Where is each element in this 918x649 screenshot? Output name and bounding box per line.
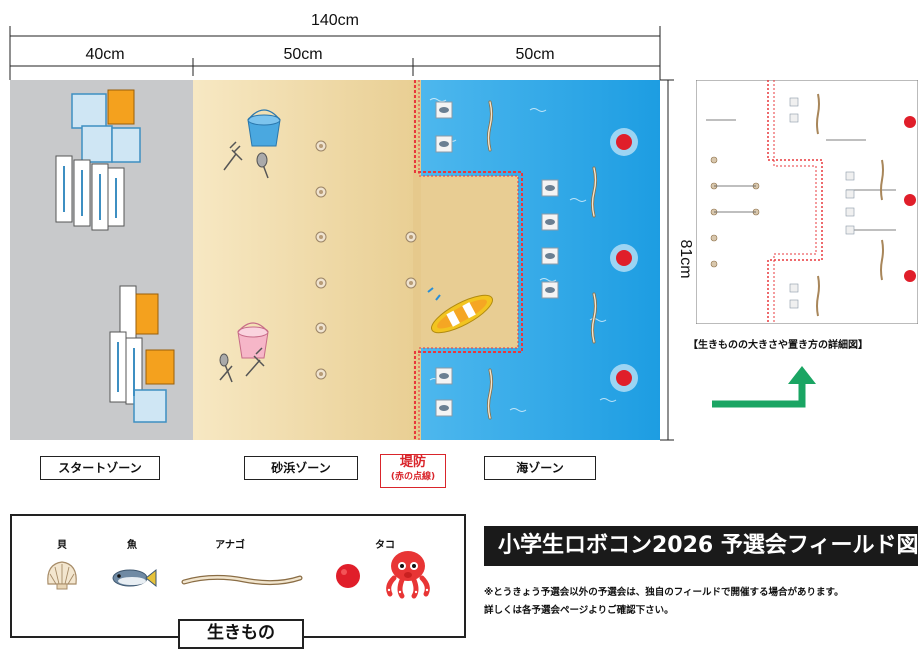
legend-eel-label: アナゴ <box>215 540 245 551</box>
bucket-blue <box>247 109 281 147</box>
levee-label: 堤防 (赤の点線) <box>380 454 446 488</box>
fish-icon <box>112 568 157 588</box>
detail-diagram <box>696 80 918 324</box>
note-line-1: ※とうきょう予選会以外の予選会は、独自のフィールドで開催する場合があります。 <box>484 587 844 598</box>
green-arrow-icon <box>712 366 816 408</box>
beach-zone-label: 砂浜ゾーン <box>244 456 358 480</box>
page-title: 小学生ロボコン2026 予選会フィールド図 <box>484 526 918 566</box>
eel-icon <box>181 574 303 586</box>
levee-title: 堤防 <box>399 455 426 470</box>
dimension-total: 140cm <box>310 12 360 29</box>
levee-note: (赤の点線) <box>390 472 436 482</box>
boat <box>431 294 493 334</box>
beach-zone <box>193 80 413 440</box>
legend-fish-label: 魚 <box>127 540 137 551</box>
start-zone-label: スタートゾーン <box>40 456 160 480</box>
dimension-height: 81cm <box>677 239 694 279</box>
sea-zone-label: 海ゾーン <box>484 456 596 480</box>
shell-icon <box>47 561 77 590</box>
octopus-icon <box>386 551 430 599</box>
dimension-start-width: 40cm <box>85 46 125 63</box>
legend-shell-label: 貝 <box>57 540 67 551</box>
field-map <box>10 80 660 440</box>
bucket-pink <box>237 322 269 359</box>
note-line-2: 詳しくは各予選会ページよりご確認下さい。 <box>484 605 674 616</box>
legend-octopus-label: タコ <box>375 540 395 551</box>
creatures-title: 生きもの <box>178 619 304 649</box>
octopus-ball-icon <box>336 564 360 588</box>
dimension-beach-width: 50cm <box>283 46 323 63</box>
detail-caption: 【生きものの大きさや置き方の詳細図】 <box>688 340 868 351</box>
dimension-sea-width: 50cm <box>515 46 555 63</box>
